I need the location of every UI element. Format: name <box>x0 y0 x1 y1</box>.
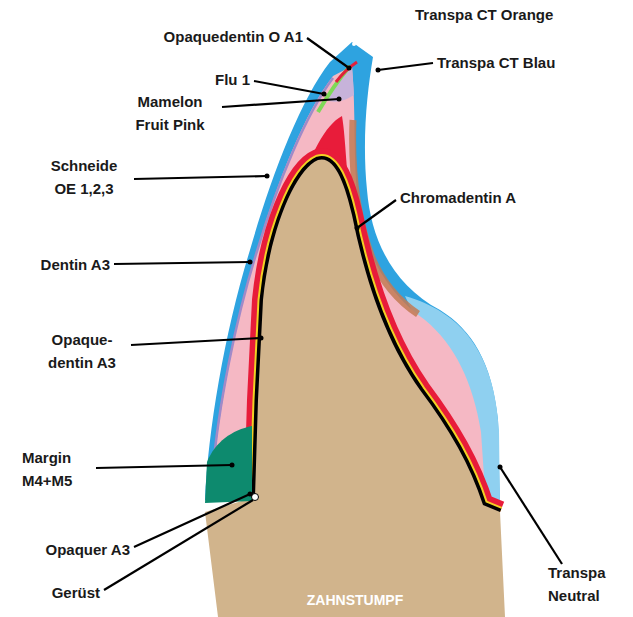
layer-label: Transpa CT Orange <box>415 3 553 26</box>
layer-label: Mamelon Fruit Pink <box>124 90 216 136</box>
leader-dot <box>259 336 264 341</box>
leader-line <box>134 494 250 547</box>
layer-label: Transpa CT Blau <box>437 51 555 74</box>
leader-dot <box>352 42 356 46</box>
leader-dot <box>248 492 253 497</box>
layer-label: Opaquer A3 <box>46 538 130 561</box>
leader-dot <box>355 226 360 231</box>
leader-line <box>134 176 267 179</box>
leader-dot <box>265 174 270 179</box>
leader-line <box>307 38 349 68</box>
leader-line <box>114 262 250 264</box>
leader-line <box>378 63 433 70</box>
leader-line <box>354 17 411 44</box>
leader-lines <box>96 17 562 590</box>
layer-label: Schneide OE 1,2,3 <box>39 154 129 200</box>
leader-dot <box>376 68 381 73</box>
leader-line <box>254 81 324 94</box>
region-label: ZAHNSTUMPF <box>307 589 403 612</box>
leader-dot <box>337 97 342 102</box>
layer-label: Opaquedentin O A1 <box>164 25 303 48</box>
layer-label: Flu 1 <box>215 68 250 91</box>
layer-label: Gerüst <box>52 581 100 604</box>
layer-label: Chromadentin A <box>400 186 516 209</box>
leader-dot <box>498 465 503 470</box>
leader-line <box>222 99 339 107</box>
tooth-stump <box>205 159 505 617</box>
leader-dot <box>322 92 327 97</box>
layer-label: Margin M4+M5 <box>22 446 92 492</box>
leader-line <box>500 467 562 564</box>
layer-label: Transpa Neutral <box>548 561 618 607</box>
leader-dot <box>347 66 352 71</box>
leader-line <box>96 465 232 468</box>
layer-label: Dentin A3 <box>41 253 110 276</box>
leader-line <box>357 200 396 228</box>
leader-dot <box>230 463 235 468</box>
layer-label: Opaque- dentin A3 <box>39 328 125 374</box>
leader-dot <box>248 260 253 265</box>
mamelon-layer <box>326 68 354 102</box>
leader-dots <box>230 42 503 497</box>
leader-line <box>131 338 261 345</box>
